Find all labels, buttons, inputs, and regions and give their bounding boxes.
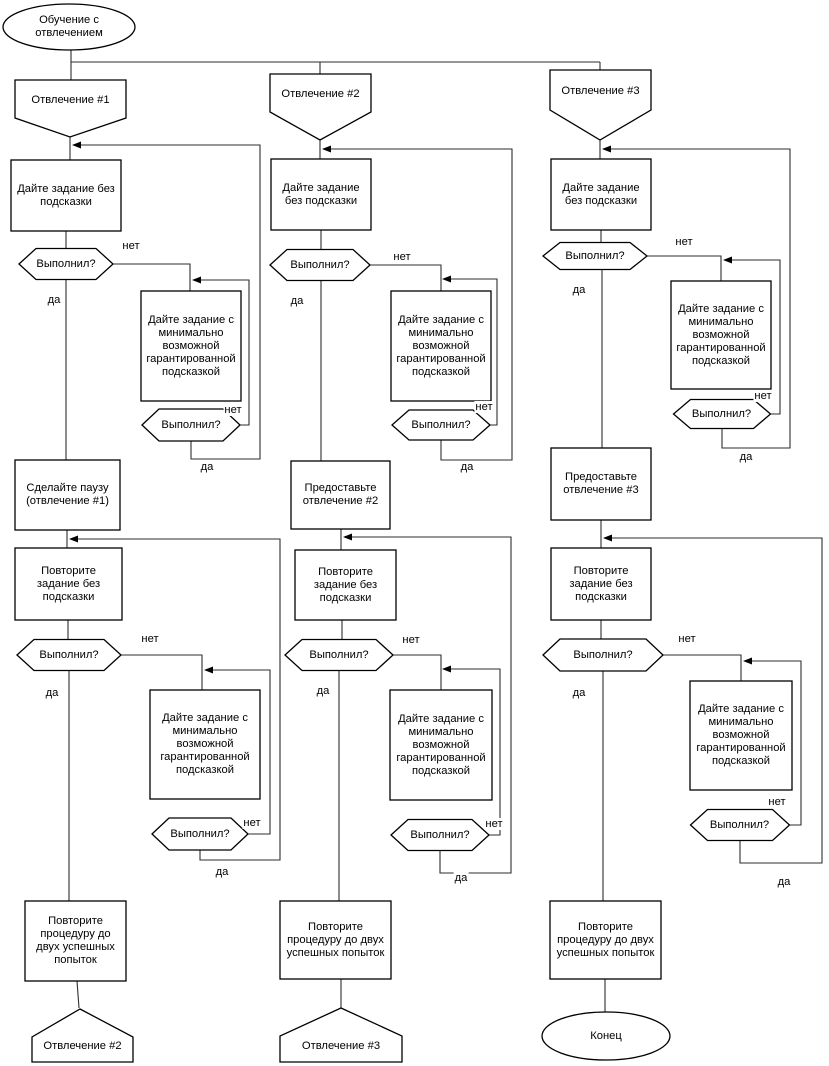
exit-connector-2-shape (279, 1007, 403, 1063)
end-terminator-shape (541, 1011, 671, 1061)
min-prompt-box-2b-shape (389, 689, 493, 801)
entry-connector-2-shape (269, 73, 372, 141)
repeat-task-box-3-shape (550, 547, 652, 621)
connector-lines (65, 50, 823, 1012)
edge (663, 654, 742, 681)
check-decision-1c-shape (16, 638, 122, 672)
edge (731, 259, 781, 415)
transition-box-2-shape (290, 460, 391, 530)
give-task-box-1-shape (10, 159, 122, 232)
edge (450, 668, 501, 836)
edge (121, 654, 203, 690)
edge (77, 538, 281, 861)
repeat-task-box-1-shape (14, 547, 123, 621)
edge (611, 537, 823, 864)
arrowhead (322, 145, 331, 153)
entry-connector-1-shape (14, 79, 127, 138)
edge (212, 669, 271, 835)
check-decision-2c-shape (284, 638, 394, 672)
edge (330, 148, 513, 461)
edge (113, 263, 191, 291)
check-decision-2a-shape (269, 248, 371, 282)
edge (751, 660, 802, 826)
edge (351, 536, 512, 874)
check-decision-3d-shape (689, 808, 791, 842)
repeat-task-box-2-shape (294, 549, 397, 621)
arrowhead (204, 666, 213, 674)
edge (80, 144, 261, 460)
arrowhead (602, 145, 611, 153)
edge (610, 148, 791, 449)
arrowhead (192, 276, 201, 284)
check-decision-1d-shape (151, 817, 249, 851)
arrowhead (69, 535, 78, 543)
check-decision-3a-shape (541, 241, 649, 271)
check-decision-3c-shape (542, 638, 664, 672)
edge (393, 654, 442, 690)
arrowhead (343, 533, 352, 541)
edge (76, 980, 80, 1009)
arrowhead (723, 256, 732, 264)
repeat-procedure-box-2-shape (279, 900, 392, 980)
give-task-box-2-shape (270, 158, 372, 231)
min-prompt-box-3b-shape (689, 680, 793, 791)
min-prompt-box-1b-shape (149, 689, 261, 800)
repeat-procedure-box-1-shape (24, 900, 127, 982)
edge (370, 264, 442, 291)
check-decision-1b-shape (141, 408, 241, 442)
check-decision-3b-shape (672, 398, 772, 430)
check-decision-1a-shape (18, 247, 114, 281)
arrowhead (603, 534, 612, 542)
check-decision-2d-shape (390, 818, 490, 852)
min-prompt-box-3a-shape (670, 280, 772, 390)
edge (647, 255, 722, 281)
arrowhead (743, 657, 752, 665)
repeat-procedure-box-3-shape (549, 900, 662, 980)
arrowheads (69, 141, 752, 674)
edge (450, 278, 498, 426)
arrowhead (442, 275, 451, 283)
min-prompt-box-2a-shape (390, 290, 492, 402)
node-shapes (2, 3, 793, 1063)
check-decision-2b-shape (391, 409, 491, 441)
arrowhead (442, 665, 451, 673)
start-terminator-shape (2, 3, 136, 51)
arrowhead (72, 141, 81, 149)
give-task-box-3-shape (550, 158, 652, 231)
min-prompt-box-1a-shape (140, 290, 242, 402)
entry-connector-3-shape (549, 69, 652, 141)
transition-box-1-shape (14, 459, 121, 531)
transition-box-3-shape (550, 447, 652, 521)
edge (200, 279, 250, 426)
exit-connector-1-shape (31, 1008, 134, 1063)
